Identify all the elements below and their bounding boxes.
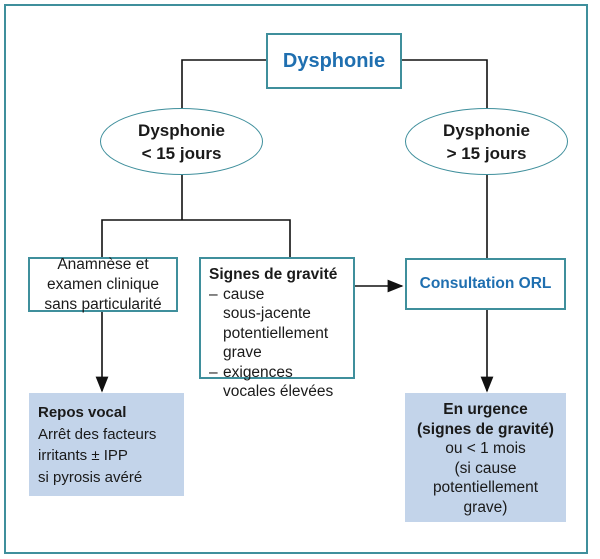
connector-root-left [181,59,266,110]
connector-split [101,219,291,257]
severity-line: exigences [223,363,293,381]
urgency-line: potentiellement [432,479,539,496]
short-duration-line1: Dysphonie [138,120,225,140]
urgency-title: En urgence [443,401,528,418]
rest-line: irritants ± IPP [38,447,128,464]
normal-exam-line: Anamnèse et [57,255,149,273]
root-node: Dysphonie [266,33,402,89]
urgency-line: ou < 1 mois [445,440,526,457]
normal-exam-line: examen clinique [46,275,159,293]
normal-exam-line: sans particularité [44,295,162,313]
short-duration-node: Dysphonie < 15 jours [100,108,263,175]
root-label: Dysphonie [282,50,386,72]
urgency-line: (si cause [454,459,517,477]
outer-frame [4,4,588,554]
rest-line: si pyrosis avéré [38,468,143,486]
urgency-line: grave) [463,498,508,516]
dash: – [209,363,218,381]
urgency-line: (signes de gravité) [417,420,554,438]
severity-line: vocales élevées [223,383,334,400]
severity-line: potentiellement [223,324,329,342]
long-duration-node: Dysphonie > 15 jours [405,108,568,175]
urgency-node: En urgence (signes de gravité) ou < 1 mo… [405,393,566,522]
rest-line: Arrêt des facteurs [38,425,157,443]
rest-title: Repos vocal [38,404,127,421]
severity-item: – cause sous-jacente potentiellement gra… [209,285,328,363]
severity-line: grave [223,344,262,361]
consultation-node: Consultation ORL [405,258,566,310]
short-duration-line2: < 15 jours [141,143,222,163]
connector-root-right [402,59,488,110]
severity-line: cause [223,285,265,303]
dash: – [209,285,218,303]
long-duration-line1: Dysphonie [443,120,530,140]
long-duration-line2: > 15 jours [446,143,527,163]
rest-node: Repos vocal Arrêt des facteurs irritants… [29,393,184,496]
severity-item: – exigences vocales élevées [209,363,333,402]
normal-exam-node: Anamnèse et examen clinique sans particu… [28,255,178,313]
severity-signs-node: Signes de gravité – cause sous-jacente p… [199,257,355,400]
consultation-label: Consultation ORL [419,275,552,292]
severity-title: Signes de gravité [209,266,338,283]
severity-line: sous-jacente [223,305,311,322]
